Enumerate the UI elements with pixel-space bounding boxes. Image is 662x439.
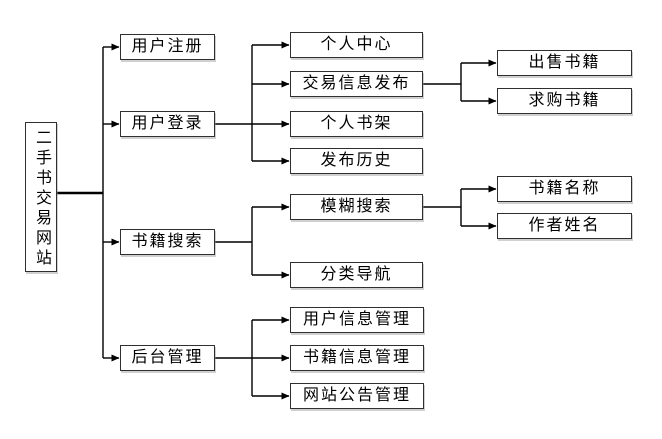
node-root: 二手书交易网站: [25, 122, 57, 272]
node-fuzzy-search: 模糊搜索: [290, 194, 423, 220]
node-book-search: 书籍搜索: [120, 229, 215, 255]
node-personal-bookshelf: 个人书架: [290, 111, 423, 137]
node-user-info-manage: 用户信息管理: [290, 307, 424, 333]
node-user-register: 用户注册: [120, 34, 215, 60]
node-book-info-manage: 书籍信息管理: [290, 345, 424, 371]
node-admin-manage: 后台管理: [120, 345, 215, 371]
node-trade-info-publish: 交易信息发布: [290, 71, 423, 97]
node-publish-history: 发布历史: [290, 148, 423, 174]
node-user-login: 用户登录: [120, 111, 215, 137]
node-category-nav: 分类导航: [290, 262, 423, 288]
node-buy-books: 求购书籍: [497, 88, 632, 114]
node-book-name: 书籍名称: [497, 176, 632, 202]
node-site-notice-manage: 网站公告管理: [290, 383, 424, 409]
node-personal-center: 个人中心: [290, 32, 423, 58]
node-sell-books: 出售书籍: [497, 50, 632, 76]
node-author-name: 作者姓名: [497, 213, 632, 239]
